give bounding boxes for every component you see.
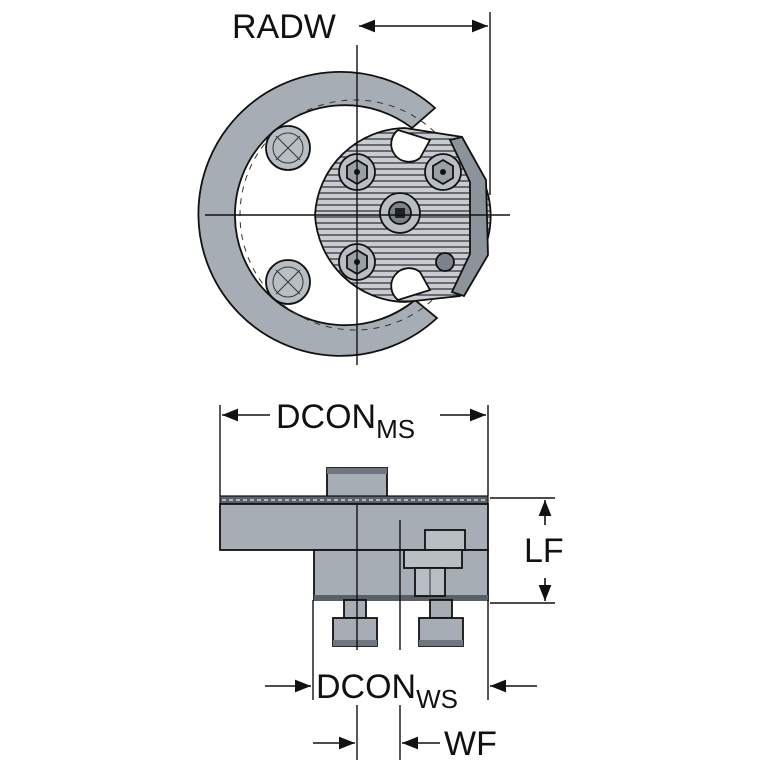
bolt-top-left bbox=[265, 125, 311, 171]
notch-bottom bbox=[390, 267, 432, 302]
dcon-ms-main: DCON bbox=[276, 398, 376, 436]
dcon-ms-label: DCONMS bbox=[276, 398, 415, 444]
wf-label: WF bbox=[444, 725, 497, 763]
stud-right bbox=[429, 599, 453, 619]
outer-body bbox=[197, 71, 439, 357]
dcon-ws-label: DCONWS bbox=[316, 668, 458, 714]
small-pin bbox=[435, 252, 455, 272]
dcon-ws-main: DCON bbox=[316, 668, 416, 706]
lf-label: LF bbox=[524, 532, 564, 570]
notch-top bbox=[390, 128, 432, 163]
screw-upper-right bbox=[424, 153, 462, 191]
front-view: RADW bbox=[197, 8, 510, 365]
stud-left bbox=[343, 599, 367, 619]
center-screw bbox=[379, 192, 421, 234]
clamp-wedge bbox=[448, 135, 489, 298]
radw-label: RADW bbox=[232, 8, 336, 46]
bolt-bottom-left bbox=[265, 259, 311, 305]
dcon-ms-subscript: MS bbox=[376, 414, 415, 444]
side-view: DCONMS LF DCONWS WF bbox=[219, 392, 564, 763]
dcon-ws-subscript: WS bbox=[416, 684, 458, 714]
